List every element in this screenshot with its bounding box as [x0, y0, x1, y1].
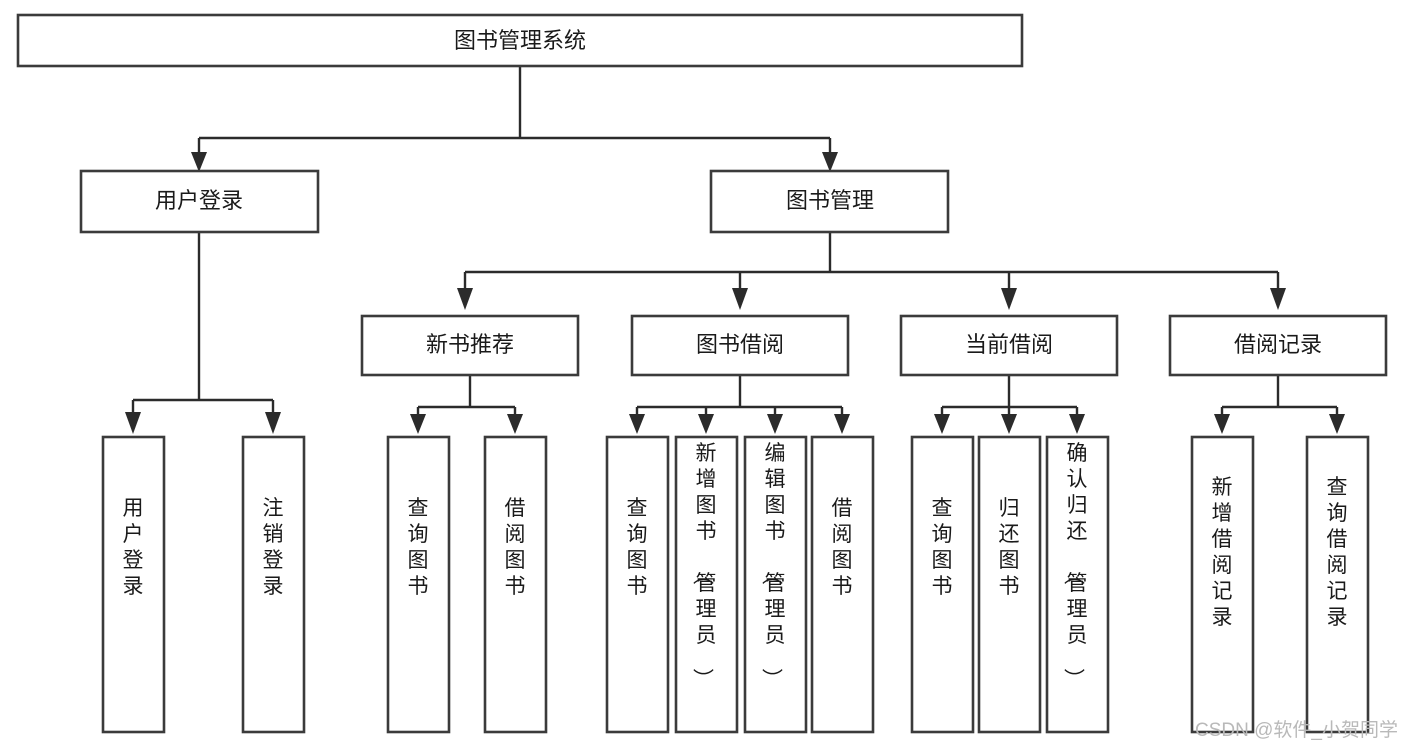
node-leaf-borrow-book-newbook-label: 借阅图书: [505, 497, 526, 598]
node-leaf-borrow-book-newbook[interactable]: 借阅图书: [483, 435, 548, 734]
node-leaf-logout-box[interactable]: [241, 435, 306, 734]
connector-group-borrow-record: [1214, 375, 1345, 434]
connector-currentborrow-to-leaves: [940, 375, 1079, 414]
node-leaf-borrow-book-borrow-box[interactable]: [810, 435, 875, 734]
node-root-system-box[interactable]: [16, 13, 1024, 68]
connector-root-to-level2: [197, 66, 832, 152]
arrowhead-to-book-borrow: [732, 288, 748, 310]
node-leaf-borrow-book-newbook-box[interactable]: [483, 435, 548, 734]
node-leaf-confirm-return-admin[interactable]: 确认归还（管理员）: [1045, 435, 1110, 734]
connector-group-book-borrow: [629, 375, 850, 434]
node-leaf-confirm-return-admin-label: 确认归还（管理员）: [1062, 442, 1088, 689]
node-leaf-borrow-book-borrow[interactable]: 借阅图书: [810, 435, 875, 734]
arrowhead-leaf-add-book: [698, 414, 714, 434]
connector-group-user-login: [125, 232, 281, 434]
connector-group-current-borrow: [934, 375, 1085, 434]
arrowhead-leaf-logout: [265, 412, 281, 434]
arrowhead-leaf-query-record: [1329, 414, 1345, 434]
node-new-book-recommend[interactable]: 新书推荐: [360, 314, 580, 377]
node-new-book-recommend-label: 新书推荐: [426, 332, 514, 357]
node-leaf-edit-book-admin[interactable]: 编辑图书（管理员）: [743, 435, 808, 734]
node-leaf-add-borrow-record-label: 新增借阅记录: [1212, 476, 1233, 629]
node-current-borrow[interactable]: 当前借阅: [899, 314, 1119, 377]
node-book-management-label: 图书管理: [786, 188, 874, 213]
connector-newbook-to-leaves: [416, 375, 517, 414]
node-borrow-record[interactable]: 借阅记录: [1168, 314, 1388, 377]
node-user-login-box[interactable]: [79, 169, 320, 234]
connector-group-book-manage: [457, 232, 1286, 310]
node-leaf-confirm-return-admin-box[interactable]: [1045, 435, 1110, 734]
node-new-book-recommend-box[interactable]: [360, 314, 580, 377]
node-book-borrow[interactable]: 图书借阅: [630, 314, 850, 377]
arrowhead-to-borrow-record: [1270, 288, 1286, 310]
node-leaf-query-borrow-record-box[interactable]: [1305, 435, 1370, 734]
arrowhead-leaf-query-book-1: [410, 414, 426, 434]
node-book-management[interactable]: 图书管理: [709, 169, 950, 234]
connector-userlogin-to-leaves: [131, 232, 275, 412]
node-leaf-edit-book-admin-box[interactable]: [743, 435, 808, 734]
node-leaf-query-borrow-record[interactable]: 查询借阅记录: [1305, 435, 1370, 734]
node-leaf-query-book-newbook-label: 查询图书: [408, 497, 429, 598]
node-leaf-logout-label: 注销登录: [263, 497, 284, 598]
arrowhead-leaf-return-book: [1001, 414, 1017, 434]
node-leaf-query-borrow-record-label: 查询借阅记录: [1327, 476, 1348, 629]
node-leaf-logout[interactable]: 注销登录: [241, 435, 306, 734]
connector-bookmanage-to-level3: [463, 232, 1280, 288]
node-user-login-label: 用户登录: [155, 188, 243, 213]
node-current-borrow-box[interactable]: [899, 314, 1119, 377]
node-leaf-return-book[interactable]: 归还图书: [977, 435, 1042, 734]
connector-bookborrow-to-leaves: [635, 375, 844, 414]
node-borrow-record-label: 借阅记录: [1234, 332, 1322, 357]
node-user-login[interactable]: 用户登录: [79, 169, 320, 234]
node-leaf-query-book-current-label: 查询图书: [932, 497, 953, 598]
node-current-borrow-label: 当前借阅: [965, 332, 1053, 357]
arrowhead-leaf-user-login: [125, 412, 141, 434]
connector-borrowrecord-to-leaves: [1220, 375, 1339, 414]
arrowhead-leaf-borrow-book-2: [834, 414, 850, 434]
node-leaf-add-book-admin[interactable]: 新增图书（管理员）: [674, 435, 739, 734]
node-leaf-query-book-borrow-label: 查询图书: [627, 497, 648, 598]
arrowhead-leaf-edit-book: [767, 414, 783, 434]
node-leaf-query-book-borrow[interactable]: 查询图书: [605, 435, 670, 734]
arrowhead-to-user-login: [191, 152, 207, 172]
arrowhead-to-new-book: [457, 288, 473, 310]
node-root-system[interactable]: 图书管理系统: [16, 13, 1024, 68]
node-leaf-query-book-newbook-box[interactable]: [386, 435, 451, 734]
arrowhead-leaf-query-book-2: [629, 414, 645, 434]
node-leaf-add-borrow-record[interactable]: 新增借阅记录: [1190, 435, 1255, 734]
node-leaf-add-book-admin-box[interactable]: [674, 435, 739, 734]
node-leaf-user-login-label: 用户登录: [123, 497, 144, 598]
connector-group-root: [191, 66, 838, 172]
node-book-management-box[interactable]: [709, 169, 950, 234]
node-book-borrow-box[interactable]: [630, 314, 850, 377]
arrowhead-leaf-confirm-return: [1069, 414, 1085, 434]
node-borrow-record-box[interactable]: [1168, 314, 1388, 377]
node-leaf-borrow-book-borrow-label: 借阅图书: [832, 497, 853, 598]
node-leaf-query-book-current-box[interactable]: [910, 435, 975, 734]
connector-group-new-book: [410, 375, 523, 434]
arrowhead-leaf-borrow-book-1: [507, 414, 523, 434]
node-leaf-query-book-borrow-box[interactable]: [605, 435, 670, 734]
node-leaf-add-book-admin-label: 新增图书（管理员）: [691, 442, 717, 689]
node-leaf-query-book-current[interactable]: 查询图书: [910, 435, 975, 734]
node-book-borrow-label: 图书借阅: [696, 332, 784, 357]
csdn-watermark: CSDN @软件_小贺同学: [1195, 719, 1398, 741]
node-root-system-label: 图书管理系统: [454, 28, 586, 53]
node-leaf-query-book-newbook[interactable]: 查询图书: [386, 435, 451, 734]
arrowhead-leaf-add-record: [1214, 414, 1230, 434]
node-leaf-return-book-box[interactable]: [977, 435, 1042, 734]
arrowhead-leaf-query-book-3: [934, 414, 950, 434]
arrowhead-to-book-manage: [822, 152, 838, 172]
node-leaf-edit-book-admin-label: 编辑图书（管理员）: [760, 442, 786, 689]
node-leaf-return-book-label: 归还图书: [999, 497, 1020, 598]
node-leaf-add-borrow-record-box[interactable]: [1190, 435, 1255, 734]
node-leaf-user-login[interactable]: 用户登录: [101, 435, 166, 734]
arrowhead-to-current-borrow: [1001, 288, 1017, 310]
node-leaf-user-login-box[interactable]: [101, 435, 166, 734]
